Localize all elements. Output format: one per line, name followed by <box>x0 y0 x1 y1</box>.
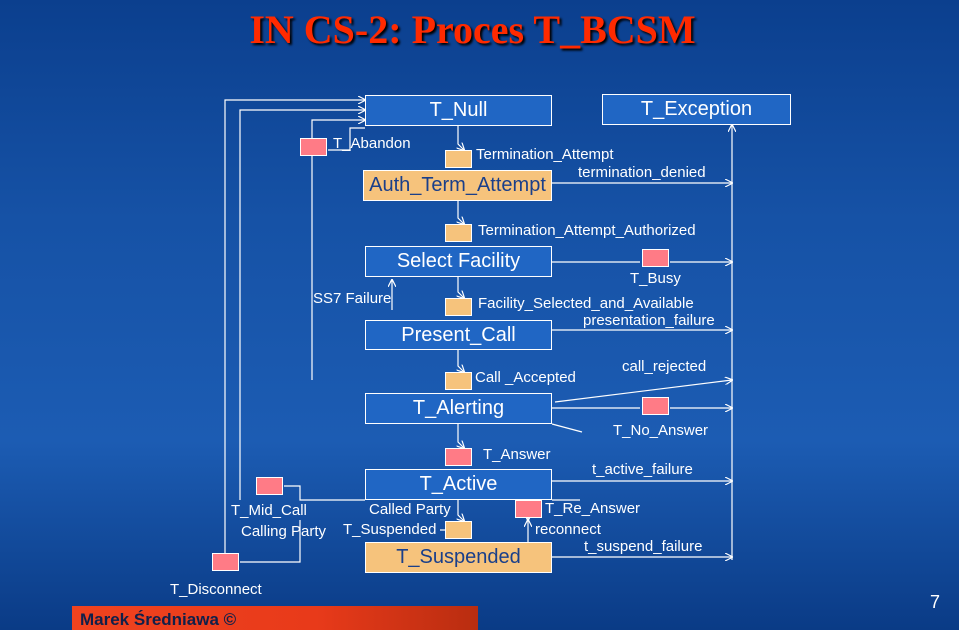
label-t-re-answer: T_Re_Answer <box>545 500 641 517</box>
state-t-null: T_Null <box>365 95 552 126</box>
state-t-exception: T_Exception <box>602 94 791 125</box>
label-termination-attempt-authorized: Termination_Attempt_Authorized <box>478 222 696 239</box>
dp-termination-attempt-authorized <box>445 224 472 242</box>
label-t-no-answer: T_No_Answer <box>613 422 709 439</box>
label-presentation-failure: presentation_failure <box>583 312 715 329</box>
dp-t-disconnect <box>212 553 239 571</box>
label-termination-attempt: Termination_Attempt <box>476 146 614 163</box>
label-t-abandon: T_Abandon <box>333 135 411 152</box>
label-t-answer: T_Answer <box>483 446 551 463</box>
dp-t-answer <box>445 448 472 466</box>
state-present-call: Present_Call <box>365 320 552 350</box>
dp-call-accepted <box>445 372 472 390</box>
label-t-suspended-dp: T_Suspended <box>343 521 437 538</box>
label-t-active-failure: t_active_failure <box>592 461 693 478</box>
dp-t-abandon <box>300 138 327 156</box>
dp-t-suspended <box>445 521 472 539</box>
state-select-facility: Select Facility <box>365 246 552 277</box>
label-facility-selected: Facility_Selected_and_Available <box>478 295 694 312</box>
label-called-party: Called Party <box>369 501 451 518</box>
state-t-alerting: T_Alerting <box>365 393 552 424</box>
label-calling-party: Calling Party <box>241 523 327 540</box>
dp-facility-selected <box>445 298 472 316</box>
footer-bar: Marek Średniawa © <box>72 606 478 630</box>
label-t-disconnect: T_Disconnect <box>170 581 262 598</box>
author-credit: Marek Średniawa © <box>80 610 237 629</box>
dp-t-busy <box>642 249 669 267</box>
label-ss7-failure: SS7 Failure <box>313 290 392 307</box>
dp-t-mid-call <box>256 477 283 495</box>
page-number: 7 <box>930 592 941 612</box>
label-t-suspend-failure: t_suspend_failure <box>584 538 703 555</box>
label-t-busy: T_Busy <box>630 270 681 287</box>
label-call-rejected: call_rejected <box>622 358 707 375</box>
state-t-suspended: T_Suspended <box>365 542 552 573</box>
label-call-accepted: Call _Accepted <box>475 369 576 386</box>
dp-t-re-answer <box>515 500 542 518</box>
dp-t-no-answer <box>642 397 669 415</box>
label-reconnect: reconnect <box>535 521 601 538</box>
label-t-mid-call: T_Mid_Call <box>231 502 307 519</box>
state-t-active: T_Active <box>365 469 552 500</box>
dp-termination-attempt <box>445 150 472 168</box>
slide-title: IN CS-2: Proces T_BCSM <box>249 7 696 52</box>
label-termination-denied: termination_denied <box>578 164 706 181</box>
state-auth-term-attempt: Auth_Term_Attempt <box>363 170 552 201</box>
